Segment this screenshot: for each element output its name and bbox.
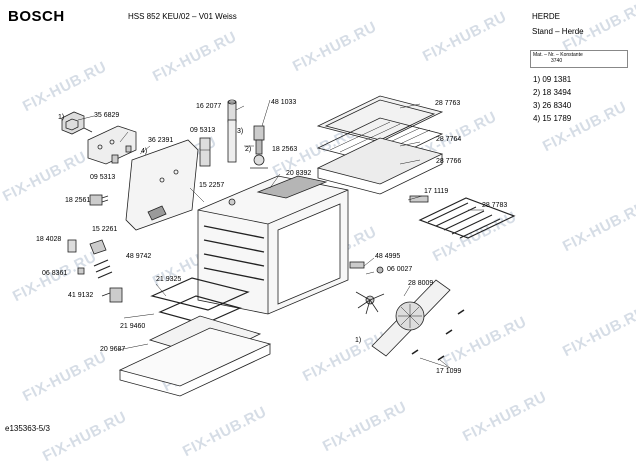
part-label: 18 2561 bbox=[65, 197, 91, 204]
screws-part bbox=[411, 309, 465, 361]
lamp-holder-part bbox=[250, 125, 268, 169]
part-label: 35 6829 bbox=[94, 112, 120, 119]
part-label: 09 5313 bbox=[90, 174, 116, 181]
part-label: 17 1099 bbox=[436, 368, 462, 375]
part-label: 21 9325 bbox=[156, 276, 182, 283]
small-switch-part bbox=[111, 145, 132, 164]
leader-lines bbox=[77, 99, 484, 369]
control-panel-part bbox=[87, 125, 137, 165]
baking-tray-upper bbox=[316, 95, 444, 143]
part-label: 17 1119 bbox=[424, 188, 449, 195]
konstante-value: 3740 bbox=[551, 58, 563, 64]
brand-logo: BOSCH bbox=[8, 8, 65, 25]
small-parts-left bbox=[67, 239, 123, 303]
part-label: 09 5313 bbox=[190, 127, 216, 134]
part-label: 48 1033 bbox=[271, 99, 297, 106]
part-label: 41 9132 bbox=[68, 292, 94, 299]
subcategory-label: Stand – Herde bbox=[532, 27, 584, 36]
part-label: 20 9687 bbox=[100, 346, 126, 353]
switch-bracket-part bbox=[61, 111, 93, 135]
part-label: 06 0027 bbox=[387, 266, 413, 273]
rear-plate-part bbox=[125, 139, 199, 231]
part-label: 06 8361 bbox=[42, 270, 68, 277]
bottom-heater-part bbox=[118, 277, 272, 397]
exploded-diagram bbox=[61, 95, 516, 397]
category-label: HERDE bbox=[532, 12, 561, 21]
model-title: HSS 852 KEU/02 – V01 Weiss bbox=[128, 12, 237, 21]
part-label: 20 8392 bbox=[286, 170, 312, 177]
part-label: 48 9742 bbox=[126, 253, 152, 260]
reference-list: 1) 09 1381 2) 18 3494 3) 26 8340 4) 15 1… bbox=[533, 73, 571, 125]
part-label: 1) bbox=[355, 337, 362, 344]
fan-part bbox=[349, 261, 385, 315]
part-label: 18 4028 bbox=[36, 236, 62, 243]
part-label: 28 7783 bbox=[482, 202, 508, 209]
konstante-box: Mat. – Nr. – Konstante 3740 bbox=[530, 50, 628, 68]
part-label: 28 7766 bbox=[436, 158, 462, 165]
konstante-label: Mat. – Nr. – Konstante bbox=[533, 52, 583, 58]
part-label: 16 2077 bbox=[196, 103, 222, 110]
part-label: 15 2261 bbox=[92, 226, 118, 233]
part-label: 15 2257 bbox=[199, 182, 225, 189]
reference-item: 3) 26 8340 bbox=[533, 101, 572, 110]
part-label: 21 9460 bbox=[120, 323, 146, 330]
oven-cavity-part bbox=[197, 175, 349, 315]
part-label: 28 8009 bbox=[408, 280, 434, 287]
heating-element-part bbox=[409, 195, 516, 239]
reference-item: 4) 15 1789 bbox=[533, 114, 572, 123]
part-label: 28 7764 bbox=[436, 136, 462, 143]
part-label: 3) bbox=[237, 128, 244, 135]
part-label: 4) bbox=[141, 148, 148, 155]
part-label: 1) bbox=[58, 114, 65, 121]
part-label: 48 4995 bbox=[375, 253, 401, 260]
part-label: 36 2391 bbox=[148, 137, 174, 144]
baking-tray-lower bbox=[316, 137, 444, 195]
reference-item: 1) 09 1381 bbox=[533, 75, 572, 84]
side-rail-part bbox=[199, 137, 211, 167]
part-label: 2) bbox=[245, 146, 252, 153]
reference-item: 2) 18 3494 bbox=[533, 88, 572, 97]
tube-part bbox=[227, 99, 237, 163]
fan-cover-part bbox=[371, 279, 451, 357]
footer-code: e135363-5/3 bbox=[5, 424, 50, 433]
part-label: 18 2563 bbox=[272, 146, 298, 153]
connector-part bbox=[89, 194, 109, 206]
part-label: 28 7763 bbox=[435, 100, 461, 107]
